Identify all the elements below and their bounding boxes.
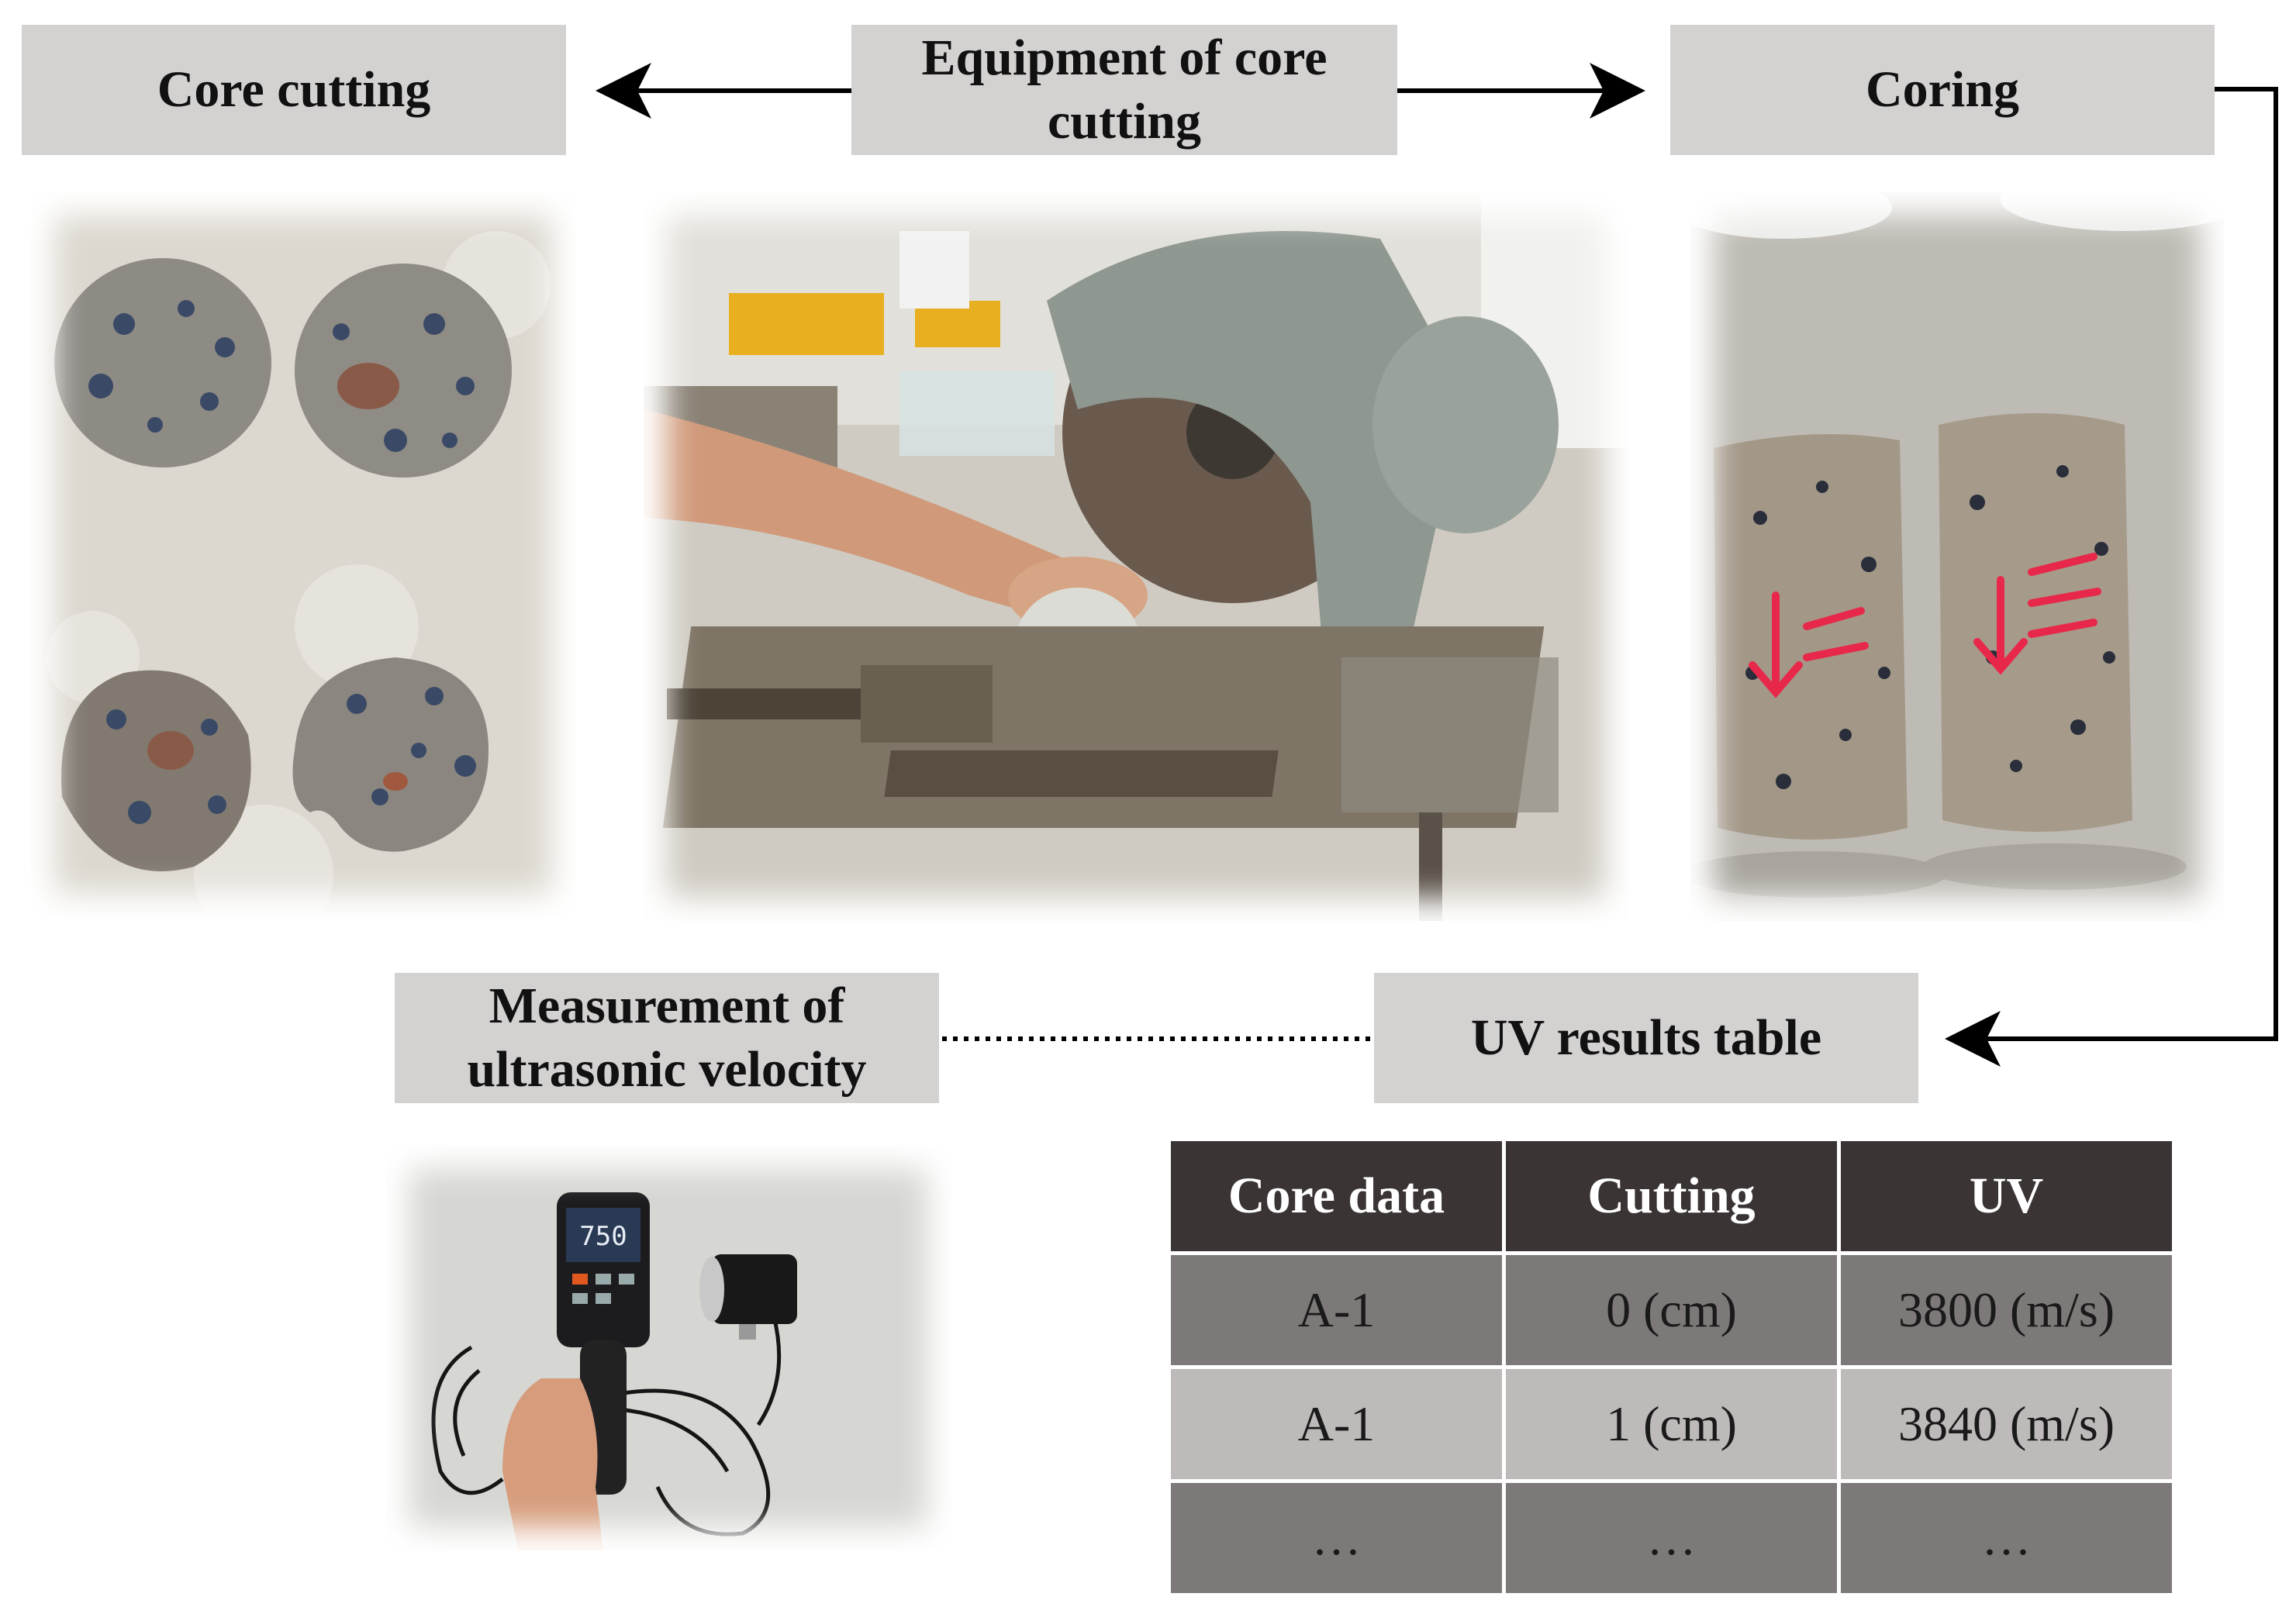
cell-cutting: 0 (cm) bbox=[1506, 1255, 1837, 1365]
transducer bbox=[699, 1254, 797, 1340]
label-coring-text: Coring bbox=[1866, 60, 2019, 118]
label-equipment: Equipment of core cutting bbox=[851, 25, 1397, 155]
cell-core-data: A-1 bbox=[1171, 1255, 1502, 1365]
cylinder-left bbox=[1714, 434, 1908, 840]
cell-core-data: … bbox=[1171, 1483, 1502, 1593]
label-measurement-text: Measurement of ultrasonic velocity bbox=[467, 977, 867, 1098]
hand bbox=[502, 1378, 603, 1550]
label-core-cutting: Core cutting bbox=[22, 25, 566, 155]
uv-results-table: Core data Cutting UV A-1 0 (cm) 3800 (m/… bbox=[1167, 1137, 2176, 1597]
label-core-cutting-text: Core cutting bbox=[157, 60, 431, 118]
device-body: 750 bbox=[557, 1192, 650, 1495]
photo-core-cylinders bbox=[1690, 192, 2224, 921]
disc-top-left bbox=[54, 258, 271, 467]
label-coring: Coring bbox=[1670, 25, 2215, 155]
cell-cutting: 1 (cm) bbox=[1506, 1369, 1837, 1479]
table-row: A-1 0 (cm) 3800 (m/s) bbox=[1171, 1255, 2172, 1365]
label-equipment-text: Equipment of core cutting bbox=[921, 29, 1328, 150]
cell-uv: … bbox=[1841, 1483, 2172, 1593]
yellow-crate bbox=[729, 293, 884, 355]
cell-cutting: … bbox=[1506, 1483, 1837, 1593]
header-core-data: Core data bbox=[1171, 1141, 1502, 1251]
table-header-row: Core data Cutting UV bbox=[1171, 1141, 2172, 1251]
saw-guard bbox=[1047, 231, 1466, 688]
cylinder-right bbox=[1939, 413, 2132, 832]
label-uv-results: UV results table bbox=[1374, 973, 1918, 1103]
cell-core-data: A-1 bbox=[1171, 1369, 1502, 1479]
table-row: A-1 1 (cm) 3840 (m/s) bbox=[1171, 1369, 2172, 1479]
photo-cutting-machine bbox=[644, 192, 1628, 921]
label-uv-results-text: UV results table bbox=[1470, 1009, 1822, 1066]
device-readout: 750 bbox=[579, 1221, 627, 1252]
header-cutting: Cutting bbox=[1506, 1141, 1837, 1251]
label-measurement: Measurement of ultrasonic velocity bbox=[395, 973, 939, 1103]
disc-top-right bbox=[295, 264, 512, 478]
disc-bottom-left bbox=[61, 670, 251, 871]
cell-uv: 3800 (m/s) bbox=[1841, 1255, 2172, 1365]
photo-ultrasonic-device: 750 bbox=[386, 1146, 951, 1550]
photo-cut-discs bbox=[31, 192, 575, 917]
cell-uv: 3840 (m/s) bbox=[1841, 1369, 2172, 1479]
disc-bottom-right bbox=[292, 657, 489, 852]
header-uv: UV bbox=[1841, 1141, 2172, 1251]
table-row: … … … bbox=[1171, 1483, 2172, 1593]
arm bbox=[644, 409, 1078, 626]
